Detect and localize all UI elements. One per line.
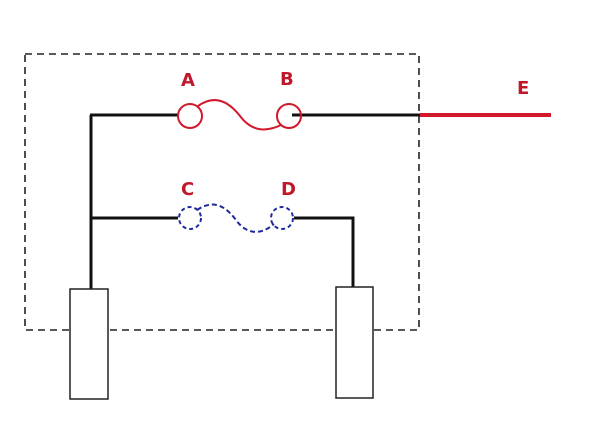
- label-b: B: [280, 69, 294, 90]
- fuse-wire-ab: [197, 99, 282, 131]
- terminal-c-circle: [178, 206, 202, 230]
- terminal-a-circle: [177, 103, 203, 129]
- fuse-wire-cd: [196, 203, 275, 233]
- dashed-enclosure: [24, 53, 420, 331]
- label-a: A: [181, 70, 195, 91]
- wire-from-terminal-d: [294, 216, 355, 290]
- right-terminal-block: [335, 286, 374, 399]
- left-terminal-block: [69, 288, 109, 400]
- terminal-d-circle: [270, 206, 294, 230]
- terminal-b-circle: [276, 103, 302, 129]
- label-c: C: [181, 179, 194, 200]
- label-d: D: [281, 179, 296, 200]
- label-e: E: [517, 78, 529, 99]
